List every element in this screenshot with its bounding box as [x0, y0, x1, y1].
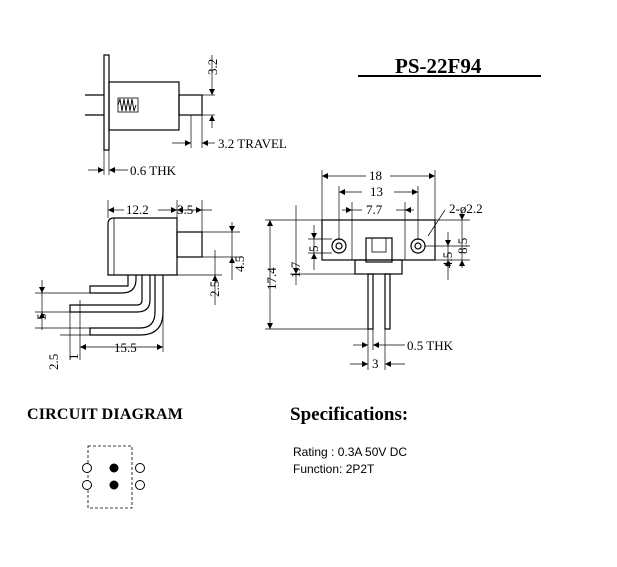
dim-actuator-height: 4.5	[232, 256, 247, 272]
dim-travel: 3.2 TRAVEL	[218, 136, 287, 151]
side-view	[35, 200, 240, 360]
dim-bracket-height: 4.5	[440, 252, 455, 268]
part-number-underline	[358, 75, 541, 77]
dim-body-width: 12.2	[126, 202, 149, 217]
dim-lower-offset: 1.7	[288, 261, 303, 278]
dim-thickness: 0.6 THK	[130, 163, 177, 178]
dim-pin-length: 15.5	[114, 340, 137, 355]
spec-function: Function: 2P2T	[293, 462, 375, 476]
dim-total-bracket-height: 8.5	[455, 238, 470, 254]
dim-overall-height: 17.4	[264, 267, 279, 290]
dim-pin-pitch: 5	[34, 314, 49, 321]
dim-terminal-thickness: 0.5 THK	[407, 338, 454, 353]
dimension-arrows	[39, 89, 465, 367]
dim-mount-holes: 2-ø2.2	[449, 201, 483, 216]
part-number-title: PS-22F94	[395, 54, 482, 78]
circuit-diagram	[82, 445, 145, 509]
dim-top-height: 3.2	[205, 59, 220, 75]
dim-hole-height: 5	[306, 246, 321, 253]
dim-hole-pitch: 13	[370, 184, 383, 199]
spec-rating: Rating : 0.3A 50V DC	[293, 445, 408, 459]
dim-pin-gap: 1	[66, 354, 81, 361]
top-view	[85, 54, 215, 175]
dim-pin-offset: 2.5	[207, 281, 222, 297]
dim-bracket-width: 18	[369, 168, 382, 183]
dim-pin-bottom-offset: 2.5	[46, 354, 61, 370]
circuit-diagram-title: CIRCUIT DIAGRAM	[27, 406, 184, 423]
dim-slot-width: 7.7	[366, 202, 383, 217]
specifications-title: Specifications:	[290, 404, 409, 425]
dim-terminal-spacing: 3	[372, 356, 379, 371]
dim-actuator-length: 3.5	[177, 202, 193, 217]
